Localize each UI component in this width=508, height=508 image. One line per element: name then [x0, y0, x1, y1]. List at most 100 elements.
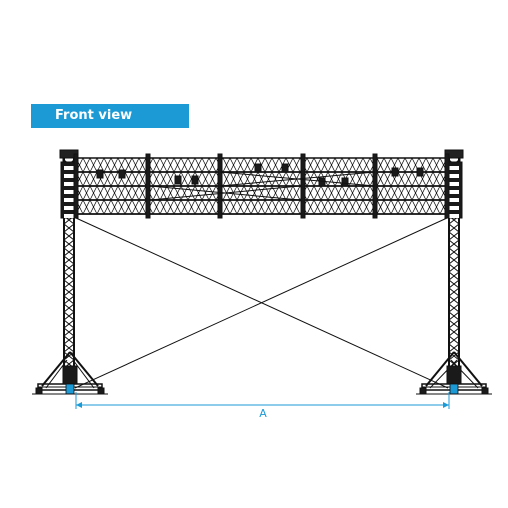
- tower-lacing: [63, 303, 75, 313]
- truss-diagonal: [432, 157, 441, 173]
- truss-diagonal: [208, 199, 217, 215]
- truss-diagonal: [257, 199, 266, 215]
- truss-diagonal: [306, 171, 315, 187]
- truss-diagonal: [327, 171, 336, 187]
- truss-diagonal: [180, 199, 189, 215]
- truss-diagonal: [264, 171, 273, 187]
- truss-diagonal: [138, 157, 147, 173]
- truss-diagonal: [271, 199, 280, 215]
- truss-diagonal: [250, 185, 259, 201]
- tower-lacing: [63, 311, 75, 321]
- truss-diagonal: [110, 185, 119, 201]
- truss-diagonal: [103, 199, 112, 215]
- truss-diagonal: [152, 171, 161, 187]
- truss-diagonal: [117, 199, 126, 215]
- sleeve-window: [64, 166, 74, 170]
- truss-diagonal: [411, 157, 420, 173]
- truss-diagonal: [397, 157, 406, 173]
- tower-lacing: [448, 287, 460, 297]
- truss-diagonal: [397, 171, 406, 187]
- left-tower: [59, 149, 79, 385]
- truss-diagonal: [327, 199, 336, 215]
- truss-diagonal: [124, 185, 133, 201]
- truss-diagonal: [390, 185, 399, 201]
- tower-lacing: [63, 247, 75, 257]
- truss-diagonal: [348, 157, 357, 173]
- truss-diagonal: [411, 199, 420, 215]
- tower-lacing: [448, 239, 460, 249]
- tower-lacing: [448, 271, 460, 281]
- truss-diagonal: [229, 185, 238, 201]
- truss-node-block: [96, 169, 104, 179]
- truss-diagonal: [243, 185, 252, 201]
- truss-diagonal: [355, 171, 364, 187]
- truss-splice-post: [145, 153, 151, 219]
- tower-lacing: [63, 343, 75, 353]
- right-outrigger-base: [416, 351, 492, 395]
- truss-diagonal: [418, 171, 427, 187]
- truss-diagonal: [180, 185, 189, 201]
- sleeve-window: [449, 182, 459, 186]
- truss-diagonal: [222, 199, 231, 215]
- truss-diagonal: [236, 157, 245, 173]
- truss-diagonal: [194, 157, 203, 173]
- truss-diagonal: [201, 171, 210, 187]
- tower-lacing: [448, 311, 460, 321]
- tower-lacing: [448, 295, 460, 305]
- truss-diagonal: [187, 157, 196, 173]
- truss-diagonal: [250, 171, 259, 187]
- tower-lacing: [63, 263, 75, 273]
- truss-diagonal: [278, 171, 287, 187]
- roof-grid-truss: [73, 153, 450, 219]
- truss-diagonal: [313, 199, 322, 215]
- truss-diagonal: [376, 199, 385, 215]
- truss-diagonal: [131, 199, 140, 215]
- truss-diagonal: [432, 171, 441, 187]
- truss-diagonal: [166, 199, 175, 215]
- truss-diagonal: [89, 157, 98, 173]
- truss-diagonal: [124, 171, 133, 187]
- sleeve-window: [64, 206, 74, 210]
- truss-diagonal: [418, 199, 427, 215]
- truss-diagonal: [383, 157, 392, 173]
- truss-diagonal: [341, 157, 350, 173]
- truss-diagonal: [334, 199, 343, 215]
- truss-diagonal: [187, 185, 196, 201]
- truss-diagonal: [397, 185, 406, 201]
- truss-diagonal: [152, 157, 161, 173]
- truss-node-block: [191, 175, 199, 185]
- cable-right-to-left: [74, 217, 448, 389]
- truss-diagonal: [376, 185, 385, 201]
- truss-diagonal: [131, 171, 140, 187]
- truss-node-block: [391, 167, 399, 177]
- truss-diagonal: [257, 185, 266, 201]
- sleeve-window: [449, 190, 459, 194]
- sleeve-window: [449, 198, 459, 202]
- truss-diagonal: [250, 199, 259, 215]
- grid-diagonal-brace: [149, 185, 301, 201]
- truss-diagonal: [327, 185, 336, 201]
- base-jack-pad: [449, 383, 459, 395]
- truss-diagonal: [404, 171, 413, 187]
- truss-diagonal: [201, 185, 210, 201]
- truss-diagonal: [82, 171, 91, 187]
- truss-diagonal: [362, 171, 371, 187]
- truss-diagonal: [278, 199, 287, 215]
- truss-diagonal: [131, 157, 140, 173]
- tower-lacing: [448, 335, 460, 345]
- truss-diagonal: [306, 185, 315, 201]
- outrigger-leg: [425, 351, 455, 387]
- truss-diagonal: [355, 185, 364, 201]
- truss-node-block: [118, 169, 126, 179]
- truss-diagonal: [271, 157, 280, 173]
- truss-diagonal: [285, 171, 294, 187]
- truss-diagonal: [432, 185, 441, 201]
- dimension-arrow-left: [76, 402, 82, 408]
- truss-diagonal: [82, 199, 91, 215]
- truss-node-block: [174, 175, 182, 185]
- truss-diagonal: [411, 185, 420, 201]
- truss-diagonal: [89, 199, 98, 215]
- truss-diagonal: [138, 171, 147, 187]
- truss-node-block: [341, 177, 349, 187]
- truss-diagonal: [166, 157, 175, 173]
